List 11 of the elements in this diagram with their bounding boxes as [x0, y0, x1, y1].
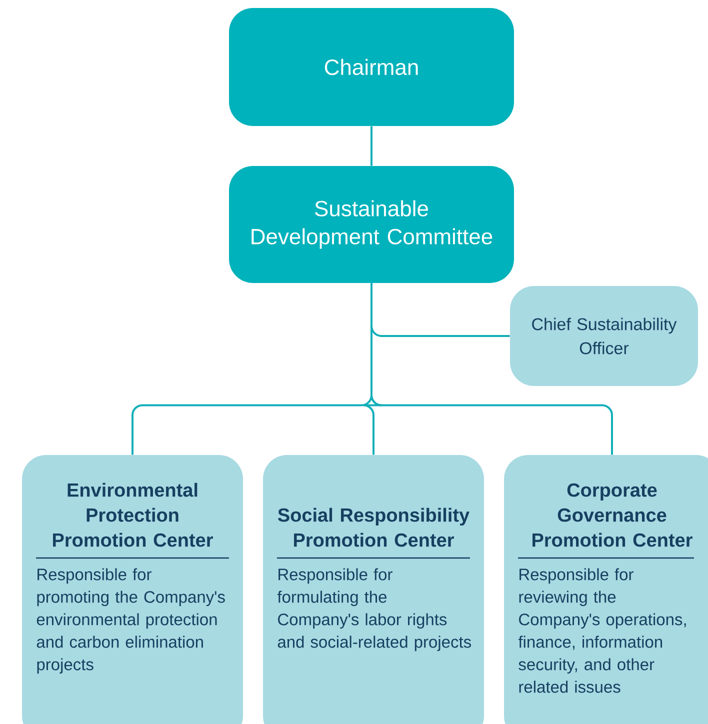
center-heading: Social Responsibility Promotion Center — [278, 508, 470, 547]
center-description: Responsible for reviewing the Company's operations, finance, information security, and other related issues — [518, 568, 686, 693]
connector-line — [370, 283, 613, 455]
center-heading: Environmental Protection Promotion Center — [53, 482, 213, 547]
committee-box: Chairman — [229, 8, 514, 126]
committee-box: Sustainable Development Committee — [229, 166, 514, 283]
center-description: Responsible for promoting the Company's environmental protection and carbon elimination projects — [36, 568, 225, 674]
center-description: Responsible for formulating the Company's labor rights and social-related projects — [277, 568, 471, 652]
officer-box: Chief Sustainability Officer — [510, 286, 698, 386]
connector-line — [370, 126, 372, 166]
center-heading: Corporate Governance Promotion Center — [532, 483, 692, 547]
